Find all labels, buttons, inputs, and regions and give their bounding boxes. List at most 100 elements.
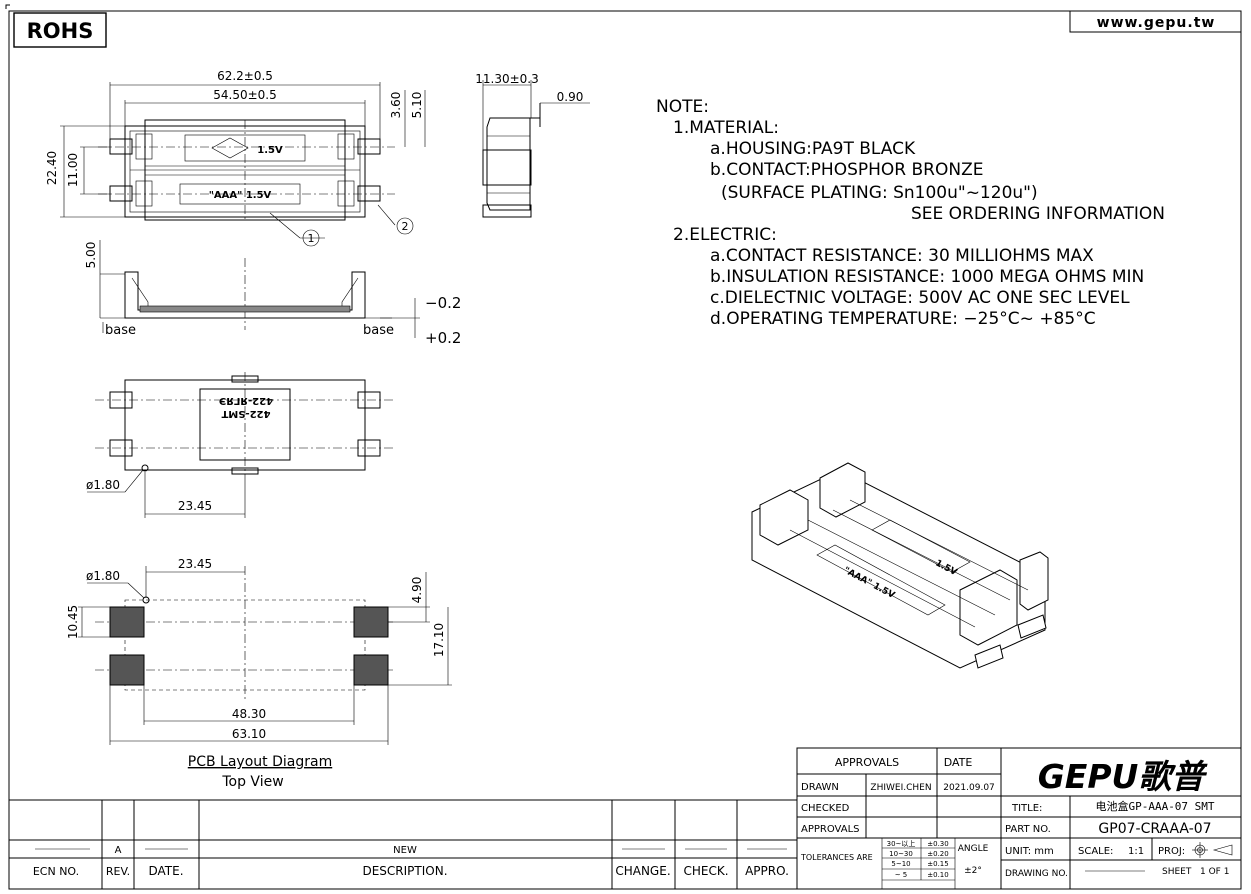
tb-drawing-label: DRAWING NO. bbox=[1005, 869, 1068, 879]
dim-overall-width: 62.2±0.5 bbox=[217, 69, 273, 83]
dim-tab-a: 3.60 bbox=[389, 92, 403, 119]
dim-pcb-offset: 23.45 bbox=[178, 557, 212, 571]
tb-angle-label: ANGLE bbox=[958, 844, 989, 854]
note-contact: b.CONTACT:PHOSPHOR BRONZE bbox=[710, 160, 983, 180]
dim-inner-width: 54.50±0.5 bbox=[213, 88, 277, 102]
note-insulation: b.INSULATION RESISTANCE: 1000 MEGA OHMS … bbox=[710, 267, 1144, 287]
bottom-view: 422-SMT 422-ЯГЯЭ ø1.80 23.45 bbox=[86, 372, 395, 518]
tb-tol-range-1: 10~30 bbox=[889, 850, 913, 858]
header-appro: APPRO. bbox=[745, 864, 789, 878]
tb-scale-label: SCALE: bbox=[1078, 846, 1113, 857]
base-label-left: base bbox=[105, 323, 136, 338]
tb-drawn-label: DRAWN bbox=[801, 782, 839, 793]
tb-drawn-date: 2021.09.07 bbox=[943, 783, 995, 793]
dim-end-tab: 0.90 bbox=[557, 90, 584, 104]
dim-tab-b: 5.10 bbox=[410, 92, 424, 119]
dim-side-height: 5.00 bbox=[84, 242, 98, 269]
dim-pcb-outer: 63.10 bbox=[232, 727, 266, 741]
tb-part-value: GP07-CRAAA-07 bbox=[1098, 821, 1211, 837]
tb-tol-range-0: 30~以上 bbox=[887, 839, 916, 848]
rohs-badge: ROHS bbox=[13, 12, 107, 48]
tb-unit-label: UNIT: mm bbox=[1005, 846, 1054, 857]
tb-tol-value-2: ±0.15 bbox=[927, 860, 948, 868]
dim-bottom-offset: 23.45 bbox=[178, 499, 212, 513]
row-desc: NEW bbox=[393, 845, 417, 856]
isometric-view: "AAA" 1.5V 1.5V bbox=[751, 462, 1049, 669]
tb-sheet-value: 1 OF 1 bbox=[1200, 867, 1229, 877]
tb-date-header: DATE bbox=[944, 756, 973, 769]
dim-end-width: 11.30±0.3 bbox=[475, 72, 539, 86]
pad-bottom-right bbox=[353, 654, 389, 686]
tb-sheet-label: SHEET bbox=[1162, 867, 1192, 877]
cell-label-2: "AAA" 1.5V bbox=[209, 190, 272, 201]
header-check: CHECK. bbox=[683, 864, 728, 878]
tb-drawn-name: ZHIWEI.CHEN bbox=[870, 783, 931, 793]
header-ecn: ECN NO. bbox=[33, 865, 79, 878]
tb-tol-value-3: ±0.10 bbox=[927, 871, 948, 879]
tb-proj-label: PROJ: bbox=[1158, 846, 1185, 857]
tb-tol-value-0: ±0.30 bbox=[927, 840, 948, 848]
projection-icon bbox=[1192, 842, 1233, 858]
tol-plus: +0.2 bbox=[425, 329, 461, 347]
callout-2: 2 bbox=[402, 220, 409, 233]
website-box: www.gepu.tw bbox=[1069, 10, 1242, 33]
note-housing: a.HOUSING:PA9T BLACK bbox=[710, 139, 916, 159]
rohs-label: ROHS bbox=[27, 19, 94, 43]
side-view: 5.00 base base −0.2 +0.2 bbox=[84, 240, 461, 347]
tb-angle-value: ±2° bbox=[964, 866, 982, 876]
note-electric: 2.ELECTRIC: bbox=[673, 225, 777, 245]
tb-checked-label: CHECKED bbox=[801, 803, 850, 814]
dim-pitch: 11.00 bbox=[66, 153, 80, 187]
pcb-subcaption: Top View bbox=[221, 774, 283, 790]
gepu-logo: GEPU歌普 bbox=[1038, 757, 1209, 796]
note-plating: (SURFACE PLATING: Sn100u"~120u") bbox=[721, 183, 1038, 203]
header-rev: REV. bbox=[106, 865, 130, 878]
note-title: NOTE: bbox=[656, 97, 709, 117]
tb-tol-range-3: ~ 5 bbox=[895, 871, 908, 879]
cell-label-1: 1.5V bbox=[257, 145, 283, 156]
dim-pad-width: 4.90 bbox=[410, 577, 424, 604]
tb-approvals-label: APPROVALS bbox=[801, 824, 860, 835]
marking-1: 422-SMT bbox=[221, 408, 270, 419]
callout-1: 1 bbox=[308, 232, 315, 245]
pcb-layout: ø1.80 23.45 10.45 4.90 17.10 48.30 63.10… bbox=[66, 557, 452, 790]
tb-tolerances-label: TOLERANCES ARE bbox=[800, 853, 873, 862]
tb-title-value: 电池盒GP-AAA-07 SMT bbox=[1095, 799, 1214, 813]
tb-part-label: PART NO. bbox=[1005, 824, 1051, 835]
header-change: CHANGE. bbox=[615, 864, 670, 878]
title-block: APPROVALS DATE DRAWN ZHIWEI.CHEN 2021.09… bbox=[796, 747, 1242, 890]
base-label-right: base bbox=[363, 323, 394, 338]
top-view: 1.5V "AAA" 1.5V 62.2±0.5 54.50±0.5 22.40… bbox=[45, 69, 426, 247]
notes: NOTE: 1.MATERIAL: a.HOUSING:PA9T BLACK b… bbox=[656, 97, 1165, 329]
pad-top-right bbox=[353, 606, 389, 638]
tb-title-label: TITLE: bbox=[1011, 803, 1042, 814]
marking-2: 422-ЯГЯЭ bbox=[219, 395, 273, 406]
header-desc: DESCRIPTION. bbox=[362, 864, 447, 878]
note-ordering: SEE ORDERING INFORMATION bbox=[911, 204, 1165, 224]
sheet-border bbox=[8, 10, 1242, 890]
tb-scale-value: 1:1 bbox=[1128, 846, 1144, 857]
pad-bottom-left bbox=[109, 654, 145, 686]
dim-pcb-hole: ø1.80 bbox=[86, 569, 120, 583]
website-label: www.gepu.tw bbox=[1097, 15, 1216, 31]
pcb-caption: PCB Layout Diagram bbox=[188, 754, 332, 770]
dim-span-v: 17.10 bbox=[432, 623, 446, 657]
note-temperature: d.OPERATING TEMPERATURE: −25°C~ +85°C bbox=[710, 309, 1096, 329]
row-rev: A bbox=[115, 845, 122, 856]
revision-table: A NEW ECN NO. REV. DATE. DESCRIPTION. CH… bbox=[9, 799, 797, 889]
note-material: 1.MATERIAL: bbox=[673, 118, 779, 138]
header-date: DATE. bbox=[148, 864, 183, 878]
tb-tol-range-2: 5~10 bbox=[891, 860, 910, 868]
pad-top-left bbox=[109, 606, 145, 638]
tb-tol-value-1: ±0.20 bbox=[927, 850, 948, 858]
dim-pad-height: 10.45 bbox=[66, 605, 80, 639]
dim-bottom-hole: ø1.80 bbox=[86, 478, 120, 492]
end-view: 11.30±0.3 0.90 bbox=[475, 72, 590, 218]
tb-approvals-header: APPROVALS bbox=[835, 756, 899, 769]
tol-minus: −0.2 bbox=[425, 294, 461, 312]
dim-height: 22.40 bbox=[45, 151, 59, 185]
note-dielectric: c.DIELECTNIC VOLTAGE: 500V AC ONE SEC LE… bbox=[710, 288, 1130, 308]
note-contact-res: a.CONTACT RESISTANCE: 30 MILLIOHMS MAX bbox=[710, 246, 1094, 266]
dim-pcb-inner: 48.30 bbox=[232, 707, 266, 721]
